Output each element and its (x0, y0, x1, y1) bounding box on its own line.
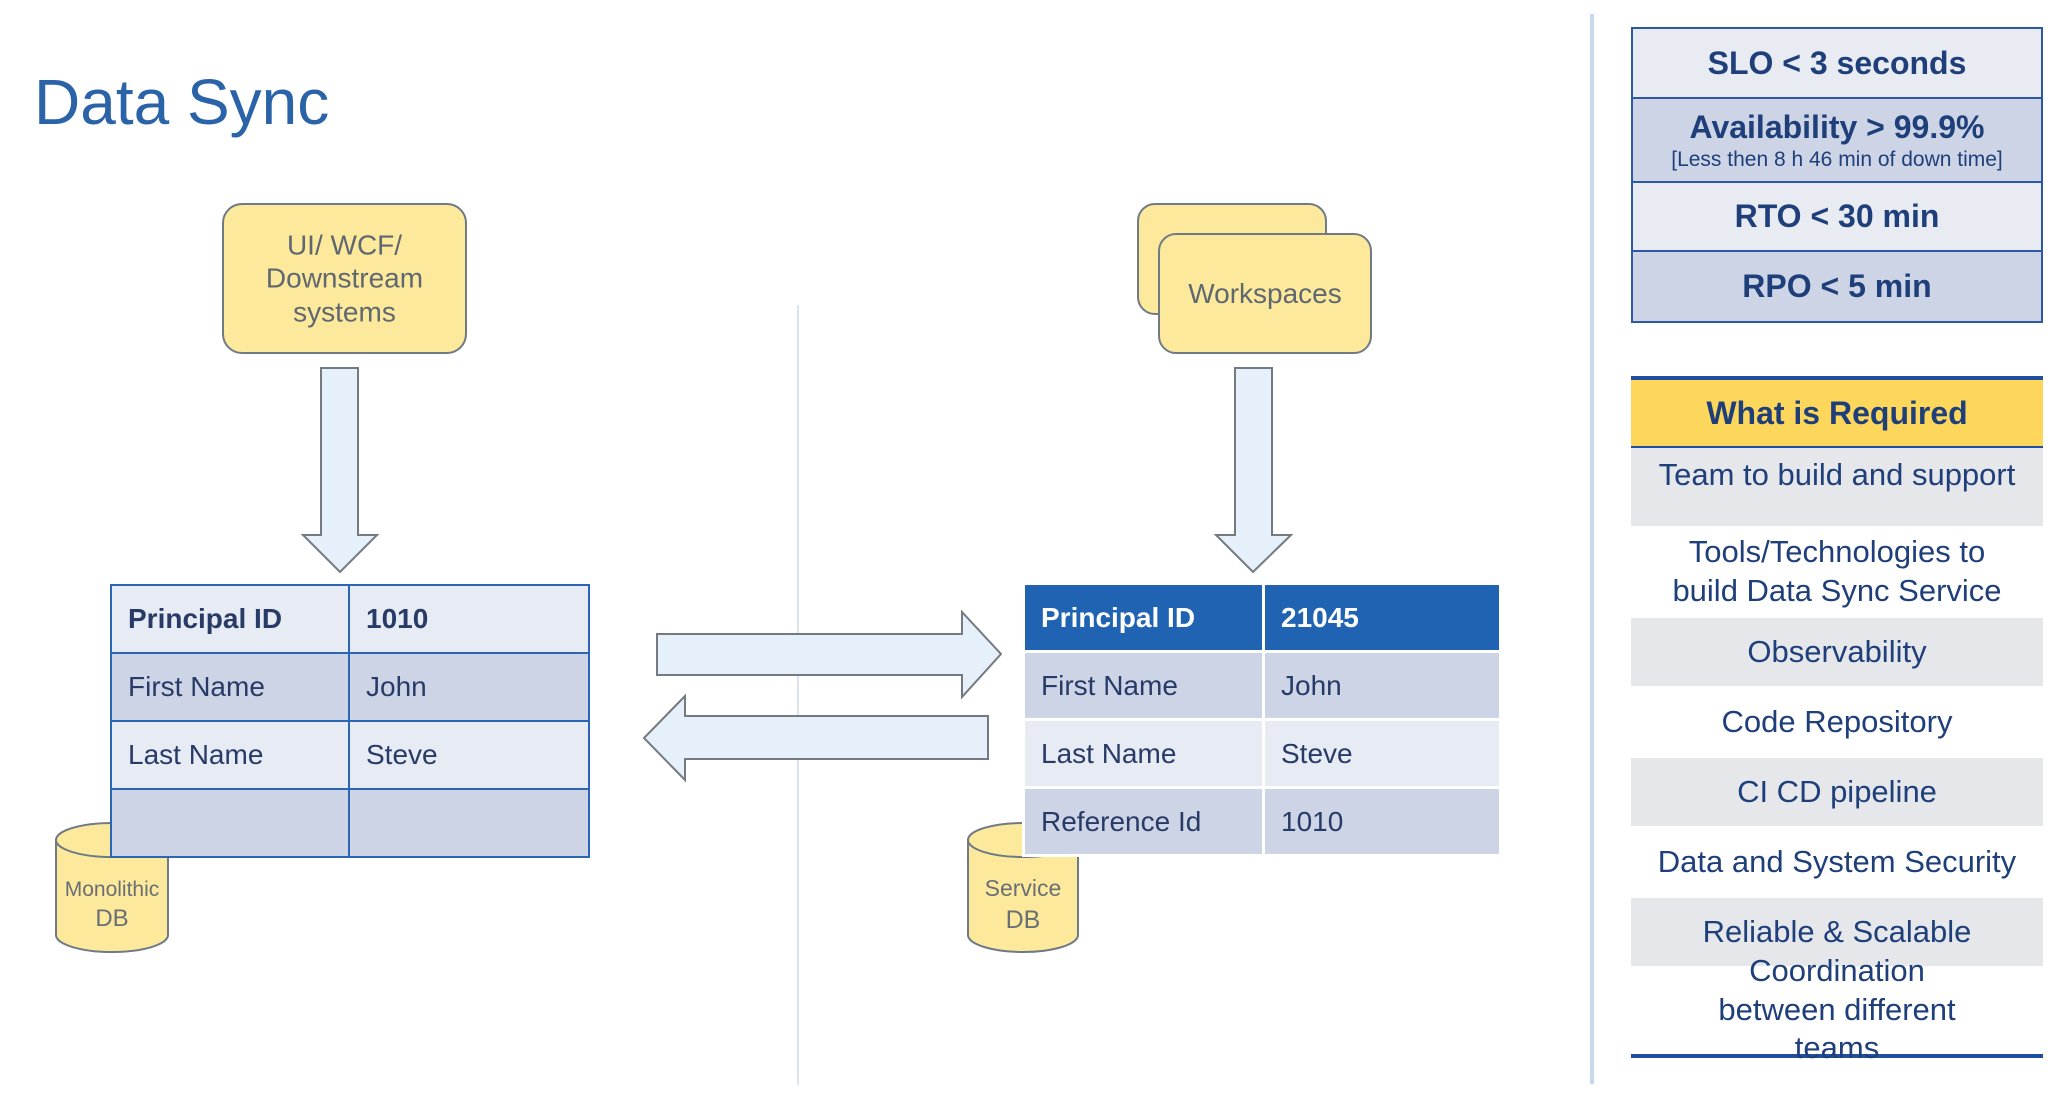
table-row: Reference Id 1010 (1022, 786, 1502, 857)
requirements-bottom-rule (1631, 1054, 2043, 1058)
list-item: Coordination between different teams (1718, 952, 1956, 1066)
availability-target: Availability > 99.9% [Less then 8 h 46 m… (1633, 99, 2041, 183)
list-item: Observability (1631, 618, 2043, 686)
availability-text: Availability > 99.9% (1689, 108, 1985, 145)
table-cell: Steve (348, 720, 590, 790)
right-panel-divider (1590, 14, 1594, 1084)
slo-target: SLO < 3 seconds (1633, 29, 2041, 99)
list-item: Team to build and support (1631, 446, 2043, 526)
list-item: CI CD pipeline (1631, 758, 2043, 826)
requirements-panel: What is Required Team to build and suppo… (1631, 376, 2043, 1066)
rpo-target: RPO < 5 min (1633, 252, 2041, 321)
page-title: Data Sync (34, 66, 330, 138)
service-db-label: Service DB (968, 874, 1078, 936)
center-divider (797, 305, 799, 1085)
left-source-card: UI/ WCF/ Downstream systems (222, 203, 467, 354)
service-db-label-line2: DB (1005, 905, 1041, 934)
rto-text: RTO < 30 min (1734, 198, 1940, 234)
list-item: Tools/Technologies to build Data Sync Se… (1672, 534, 2002, 608)
table-cell: Steve (1262, 718, 1502, 789)
table-row (110, 788, 590, 858)
monolithic-db-label: Monolithic DB (56, 876, 168, 934)
rto-target: RTO < 30 min (1633, 183, 2041, 252)
table-cell: 1010 (348, 584, 590, 654)
table-row: First Name John (110, 652, 590, 722)
monolithic-db-label-line1: Monolithic (64, 878, 160, 901)
workspace-card-front: Workspaces (1158, 233, 1372, 354)
table-cell: First Name (110, 652, 350, 722)
left-source-card-label: UI/ WCF/ Downstream systems (265, 229, 424, 328)
table-cell: Last Name (110, 720, 350, 790)
table-row: Last Name Steve (110, 720, 590, 790)
arrow-to-left (642, 693, 989, 783)
down-arrow-left (300, 367, 380, 574)
table-cell: Principal ID (1022, 582, 1265, 653)
table-row: First Name John (1022, 650, 1502, 721)
list-item: Reliable & Scalable (1631, 898, 2043, 966)
rpo-text: RPO < 5 min (1742, 268, 1932, 304)
monolithic-db-label-line2: DB (95, 905, 129, 933)
service-record-table: Principal ID 21045 First Name John Last … (1022, 582, 1502, 857)
requirements-header: What is Required (1631, 376, 2043, 446)
targets-panel: SLO < 3 seconds Availability > 99.9% [Le… (1631, 27, 2043, 323)
table-cell: John (348, 652, 590, 722)
table-row: Principal ID 21045 (1022, 582, 1502, 653)
table-cell: 1010 (1262, 786, 1502, 857)
list-item: Data and System Security (1657, 843, 2017, 879)
slo-text: SLO < 3 seconds (1707, 44, 1967, 81)
monolithic-record-table: Principal ID 1010 First Name John Last N… (110, 584, 590, 858)
table-cell: Last Name (1022, 718, 1265, 789)
down-arrow-right (1213, 367, 1294, 574)
table-cell: First Name (1022, 650, 1265, 721)
workspace-card-label: Workspaces (1188, 277, 1342, 309)
table-cell: 21045 (1262, 582, 1502, 653)
list-item: Code Repository (1721, 703, 1953, 739)
table-row: Principal ID 1010 (110, 584, 590, 654)
table-cell: Principal ID (110, 584, 350, 654)
table-cell (110, 788, 350, 858)
availability-note: [Less then 8 h 46 min of down time] (1671, 147, 2003, 171)
arrow-to-right (656, 609, 1003, 700)
table-cell (348, 788, 590, 858)
table-cell: John (1262, 650, 1502, 721)
table-cell: Reference Id (1022, 786, 1265, 857)
service-db-label-line1: Service (984, 875, 1062, 901)
table-row: Last Name Steve (1022, 718, 1502, 789)
